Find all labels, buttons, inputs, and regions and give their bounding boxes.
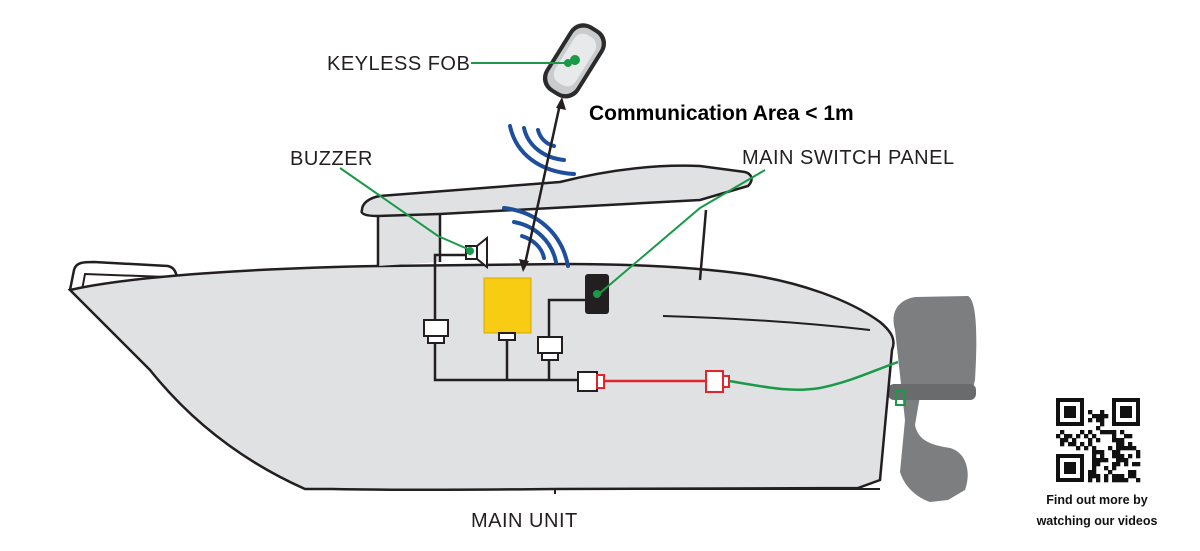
can-connector-left [577,371,605,392]
engine-connector [895,389,906,406]
main-unit-box [483,277,532,341]
outboard-engine [888,296,977,502]
buzzer-label: BUZZER [290,148,373,170]
signal-waves-fob [508,124,576,176]
connector-right [537,336,563,361]
wiring [433,253,585,382]
communication-arrow [519,97,566,272]
signal-waves-unit [502,206,570,268]
communication-area-label: Communication Area < 1m [589,102,854,125]
qr-caption-line2: watching our videos [1036,514,1158,528]
qr-code [1056,398,1141,483]
can-connector-right [705,370,730,393]
main-switch-panel-label: MAIN SWITCH PANEL [742,147,955,169]
boat-hull [67,164,895,494]
keyless-fob-label: KEYLESS FOB [327,53,470,75]
qr-caption-line1: Find out more by [1046,493,1147,507]
leader-lines [339,62,766,294]
keyless-fob-icon [542,23,607,99]
main-unit-label: MAIN UNIT [471,510,578,532]
engine-cable [728,360,899,391]
leader-dots [466,59,601,298]
connector-left [423,319,449,344]
